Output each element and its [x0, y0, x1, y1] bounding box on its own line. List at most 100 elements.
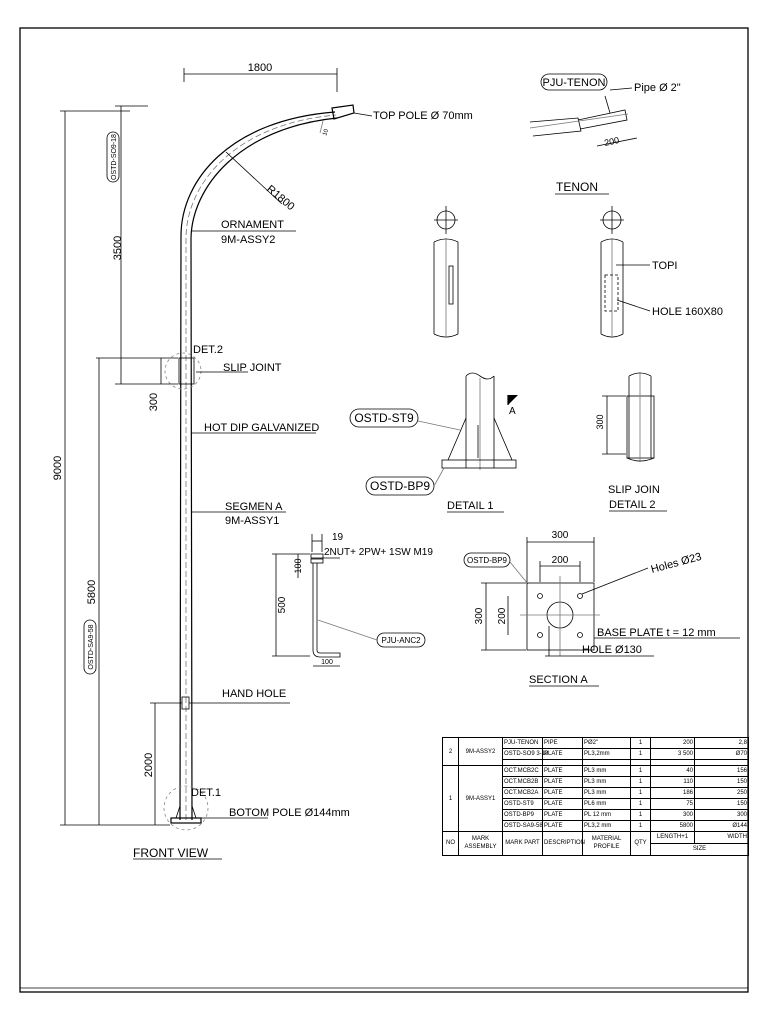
pole-tip — [331, 104, 355, 120]
tenon-pipe-leader — [604, 95, 611, 114]
cell-qty: 1 — [630, 820, 651, 832]
tag-top: OSTD-SO9-18 — [111, 134, 118, 180]
bolt-holes — [537, 593, 583, 638]
base-plate-front — [170, 817, 202, 824]
sec-dim300-v: 300 — [474, 607, 485, 624]
right-pipe-hole — [604, 274, 619, 312]
dim-slip: 300 — [148, 393, 160, 411]
hole-label: HOLE 160X80 — [652, 306, 723, 318]
cell-length: 186 — [650, 787, 695, 800]
row-no: 2 — [442, 736, 459, 767]
detail1-base — [441, 459, 517, 469]
angle-leader — [319, 120, 324, 134]
anchor-nut-1 — [310, 553, 324, 559]
detail1-stiffener — [447, 417, 513, 461]
detail2-dim: 300 — [595, 414, 605, 429]
header-qty: QTY — [630, 830, 651, 857]
dim-upper: 3500 — [112, 236, 124, 260]
bp9-leader — [433, 467, 445, 487]
row-no: 1 — [442, 765, 459, 832]
cell-part: OCT.MCB2C — [502, 765, 543, 778]
anchor-dim100-bottom: 100 — [321, 659, 333, 666]
tenon-dim: 200 — [603, 135, 620, 148]
anchor-dim19: 19 — [332, 532, 344, 543]
label-slip-joint: SLIP JOINT — [223, 362, 282, 374]
cell-part: OSTD-SO9 3-18 — [502, 747, 548, 760]
cell-desc: PLATE — [542, 765, 583, 778]
pole-right-edge — [190, 117, 338, 821]
tenon-pipe-leader-2 — [609, 87, 633, 91]
sec-dim300-h: 300 — [552, 530, 569, 541]
dim-total: 9000 — [52, 456, 64, 480]
cell-qty: 1 — [630, 737, 651, 749]
cell-part: PJU-TENON — [502, 737, 543, 749]
tag-mid: OSTD-SA9-58 — [88, 624, 95, 669]
cell-desc: PLATE — [542, 798, 583, 811]
sec-dim200-h: 200 — [552, 555, 569, 566]
front-view: 1800 10 R1800 TOP POLE Ø 70mm ORNAMENT 9… — [52, 62, 473, 860]
top-detail-left — [433, 206, 459, 338]
holes-leader — [581, 567, 649, 595]
row-assembly: 9M-ASSY2 — [458, 736, 503, 767]
cell-qty: 1 — [630, 776, 651, 789]
header-mark-part: MARK PART — [502, 830, 543, 857]
tenon-title: TENON — [556, 180, 598, 194]
st9-tag: OSTD-ST9 — [354, 411, 414, 425]
table-row: SIZE — [443, 842, 749, 857]
radius-leader — [225, 151, 283, 205]
holes-label: Holes Ø23 — [650, 551, 703, 576]
right-pipe — [600, 238, 624, 338]
cell-length: 3 500 — [650, 747, 695, 760]
row-assembly: 9M-ASSY1 — [458, 765, 503, 832]
anchor-dim500: 500 — [277, 596, 288, 613]
cell-width: 250 — [694, 787, 749, 800]
front-view-title: FRONT VIEW — [133, 846, 209, 860]
detail2-title-1: SLIP JOIN — [608, 484, 660, 496]
cell-part: OSTD-BP9 — [502, 809, 543, 821]
hole-leader — [616, 299, 651, 312]
cell-material: PL 12 mm — [582, 809, 631, 821]
left-pipe-slot — [448, 265, 454, 305]
section-mark: A — [509, 406, 516, 417]
dim-reach: 1800 — [248, 62, 272, 74]
cell-desc: PLATE — [542, 776, 583, 789]
cell-material: PØ2" — [582, 737, 631, 749]
anchor-bolt: 19 100 500 100 2NUT+ 2PW+ 1SW M19 PJU-AN… — [272, 532, 433, 667]
anc2-leader — [317, 619, 378, 641]
det1-circle — [163, 785, 209, 831]
tenon-pipe-small — [577, 109, 628, 130]
cell-width: 150 — [694, 776, 749, 789]
anchor-rod — [312, 563, 341, 658]
cell-width: Ø70 — [694, 747, 749, 760]
header-width: WIDTH — [694, 830, 749, 844]
label-top-pole: TOP POLE Ø 70mm — [373, 110, 473, 122]
cell-desc: PLATE — [542, 809, 583, 821]
cell-part: OCT.MCB2B — [502, 776, 543, 789]
label-ornament-assy: 9M-ASSY2 — [221, 234, 275, 246]
cell-length: 75 — [650, 798, 695, 811]
cell-material: PL3 mm — [582, 787, 631, 800]
label-ornament: ORNAMENT — [221, 219, 284, 231]
base-plate-label: BASE PLATE t = 12 mm — [597, 627, 716, 639]
cell-width: 2,8 — [694, 737, 749, 749]
st9-leader — [417, 420, 461, 431]
tag-top-box — [106, 131, 120, 183]
cell-material: PL3 mm — [582, 765, 631, 778]
tag-mid-box — [83, 619, 97, 675]
base-plate-square — [526, 582, 595, 651]
left-pipe — [433, 238, 459, 338]
label-hand-hole: HAND HOLE — [222, 688, 286, 700]
hole-center-label: HOLE Ø130 — [582, 644, 642, 656]
bolt-hole — [537, 632, 543, 638]
detail1-pipe — [465, 372, 495, 468]
cell-part: OSTD-ST9 — [502, 798, 543, 811]
label-bottom-pole: BOTOM POLE Ø144mm — [229, 807, 350, 819]
tenon-dim-line — [596, 137, 638, 147]
